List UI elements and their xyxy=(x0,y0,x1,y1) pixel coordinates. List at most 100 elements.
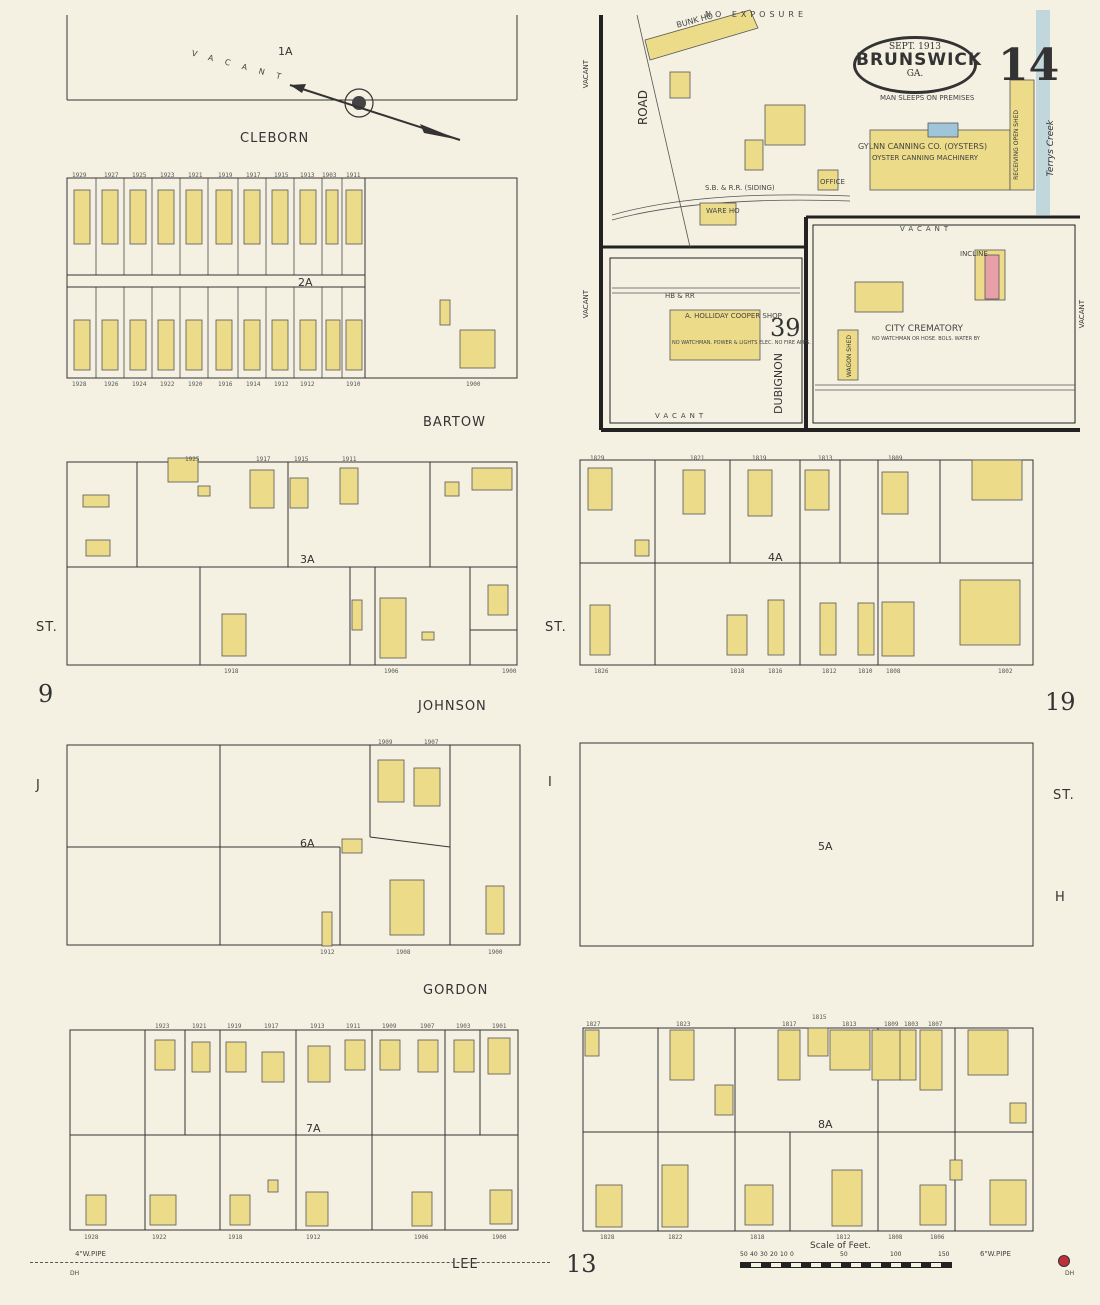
scale-tick: 100 xyxy=(890,1251,902,1258)
scale-tick: 50 xyxy=(840,1251,848,1258)
block-label-3a: 3A xyxy=(300,553,315,566)
label-holliday-detail: NO WATCHMAN. POWER & LIGHTS ELEC. NO FIR… xyxy=(672,340,811,346)
address-label: 1900 xyxy=(488,949,503,956)
address-label: 1911 xyxy=(346,1023,361,1030)
address-label: 1925 xyxy=(132,172,147,179)
label-wagon-shed: WAGON SHED xyxy=(846,335,853,378)
address-label: 1923 xyxy=(155,1023,170,1030)
block-label-1a: 1A xyxy=(278,45,293,58)
address-label: 1909 xyxy=(378,739,393,746)
adjacent-sheet-inset: 39 xyxy=(770,314,801,342)
address-label: 1903 xyxy=(322,172,337,179)
block-label-4a: 4A xyxy=(768,551,783,564)
address-label: 1912 xyxy=(320,949,335,956)
address-label: 1921 xyxy=(192,1023,207,1030)
address-label: 1806 xyxy=(930,1234,945,1241)
street-j-st-letter: J xyxy=(36,778,41,793)
address-label: 1809 xyxy=(888,455,903,462)
adjacent-sheet-right: 19 xyxy=(1045,688,1076,716)
street-h-st-letter: H xyxy=(1055,890,1066,905)
block-2A-dwellings xyxy=(73,189,496,371)
address-label: 1907 xyxy=(420,1023,435,1030)
label-incline: INCLINE xyxy=(960,250,988,258)
address-label: 1929 xyxy=(72,172,87,179)
address-label: 1927 xyxy=(104,172,119,179)
scale-tick: 40 xyxy=(750,1251,758,1258)
street-i-st-suffix: ST. xyxy=(545,620,567,635)
block-3A xyxy=(66,461,518,666)
label-water-pipe-left: 4"W.PIPE xyxy=(75,1250,106,1258)
block-8A xyxy=(582,1027,1034,1232)
scale-tick: 0 xyxy=(790,1251,794,1258)
scale-tick: 30 xyxy=(760,1251,768,1258)
brick-building xyxy=(984,254,1000,300)
address-label: 1913 xyxy=(310,1023,325,1030)
address-label: 1906 xyxy=(414,1234,429,1241)
label-vacant-holliday: VACANT xyxy=(655,412,708,420)
map-state: GA. xyxy=(906,69,924,79)
scale-tick: 20 xyxy=(770,1251,778,1258)
address-label: 1925 xyxy=(185,456,200,463)
block-6A-dwellings xyxy=(321,759,505,947)
street-gordon: GORDON xyxy=(423,983,489,998)
street-dubignon: DUBIGNON xyxy=(772,353,785,414)
label-wareho: WARE HO xyxy=(706,207,740,215)
address-label: 1823 xyxy=(676,1021,691,1028)
address-label: 1908 xyxy=(396,949,411,956)
address-label: 1818 xyxy=(750,1234,765,1241)
street-j-st-suffix: ST. xyxy=(36,620,58,635)
scale-label: Scale of Feet. xyxy=(810,1241,871,1251)
address-label: 1802 xyxy=(998,668,1013,675)
address-label: 1915 xyxy=(294,456,309,463)
address-label: 1900 xyxy=(492,1234,507,1241)
industrial-frame xyxy=(599,15,1080,432)
address-label: 1810 xyxy=(858,668,873,675)
address-label: 1809 xyxy=(884,1021,899,1028)
street-road: ROAD xyxy=(636,90,650,126)
block-label-6a: 6A xyxy=(300,837,315,850)
address-label: 1914 xyxy=(246,381,261,388)
address-label: 1906 xyxy=(384,668,399,675)
label-receiving-shed: RECEIVING OPEN SHED xyxy=(1013,110,1020,180)
address-label: 1912 xyxy=(274,381,289,388)
block-3A-dwellings xyxy=(82,457,513,659)
address-label: 1909 xyxy=(382,1023,397,1030)
address-label: 1922 xyxy=(160,381,175,388)
label-water-pipe-right: 6"W.PIPE xyxy=(980,1250,1011,1258)
label-vacant-left-2: VACANT xyxy=(582,290,590,319)
label-canning-detail: OYSTER CANNING MACHINERY xyxy=(872,154,979,162)
block-4A-dwellings xyxy=(587,459,1023,657)
address-label: 1918 xyxy=(228,1234,243,1241)
address-label: 1813 xyxy=(818,455,833,462)
adjacent-sheet-bottom: 13 xyxy=(566,1250,597,1278)
block-4A xyxy=(579,459,1034,666)
block-2A-lots xyxy=(95,178,343,378)
address-label: 1911 xyxy=(346,172,361,179)
address-label: 1813 xyxy=(842,1021,857,1028)
street-lee: LEE xyxy=(452,1257,479,1272)
address-label: 1822 xyxy=(668,1234,683,1241)
block-2A xyxy=(66,177,518,379)
label-holliday: A. HOLLIDAY COOPER SHOP xyxy=(685,312,782,320)
address-label: 1912 xyxy=(300,381,315,388)
stone-building xyxy=(927,122,959,138)
street-bartow: BARTOW xyxy=(423,415,486,430)
address-label: 1910 xyxy=(346,381,361,388)
label-man-sleeps: MAN SLEEPS ON PREMISES xyxy=(880,94,975,102)
block-label-8a: 8A xyxy=(818,1118,833,1131)
address-label: 1803 xyxy=(904,1021,919,1028)
street-h-st-suffix: ST. xyxy=(1053,788,1075,803)
label-sb-rr: S.B. & R.R. (SIDING) xyxy=(705,184,775,192)
scale-tick: 50 xyxy=(740,1251,748,1258)
label-crematory-detail: NO WATCHMAN OR HOSE. BOLS. WATER BY xyxy=(872,336,980,342)
block-6A xyxy=(66,744,521,946)
label-vacant-crematory: VACANT xyxy=(900,225,953,233)
address-label: 1818 xyxy=(730,668,745,675)
street-i-st-letter: I xyxy=(548,775,553,790)
address-label: 1900 xyxy=(466,381,481,388)
address-label: 1928 xyxy=(72,381,87,388)
label-no-exposure: NO EXPOSURE xyxy=(705,10,808,19)
address-label: 1828 xyxy=(600,1234,615,1241)
address-label: 1812 xyxy=(836,1234,851,1241)
